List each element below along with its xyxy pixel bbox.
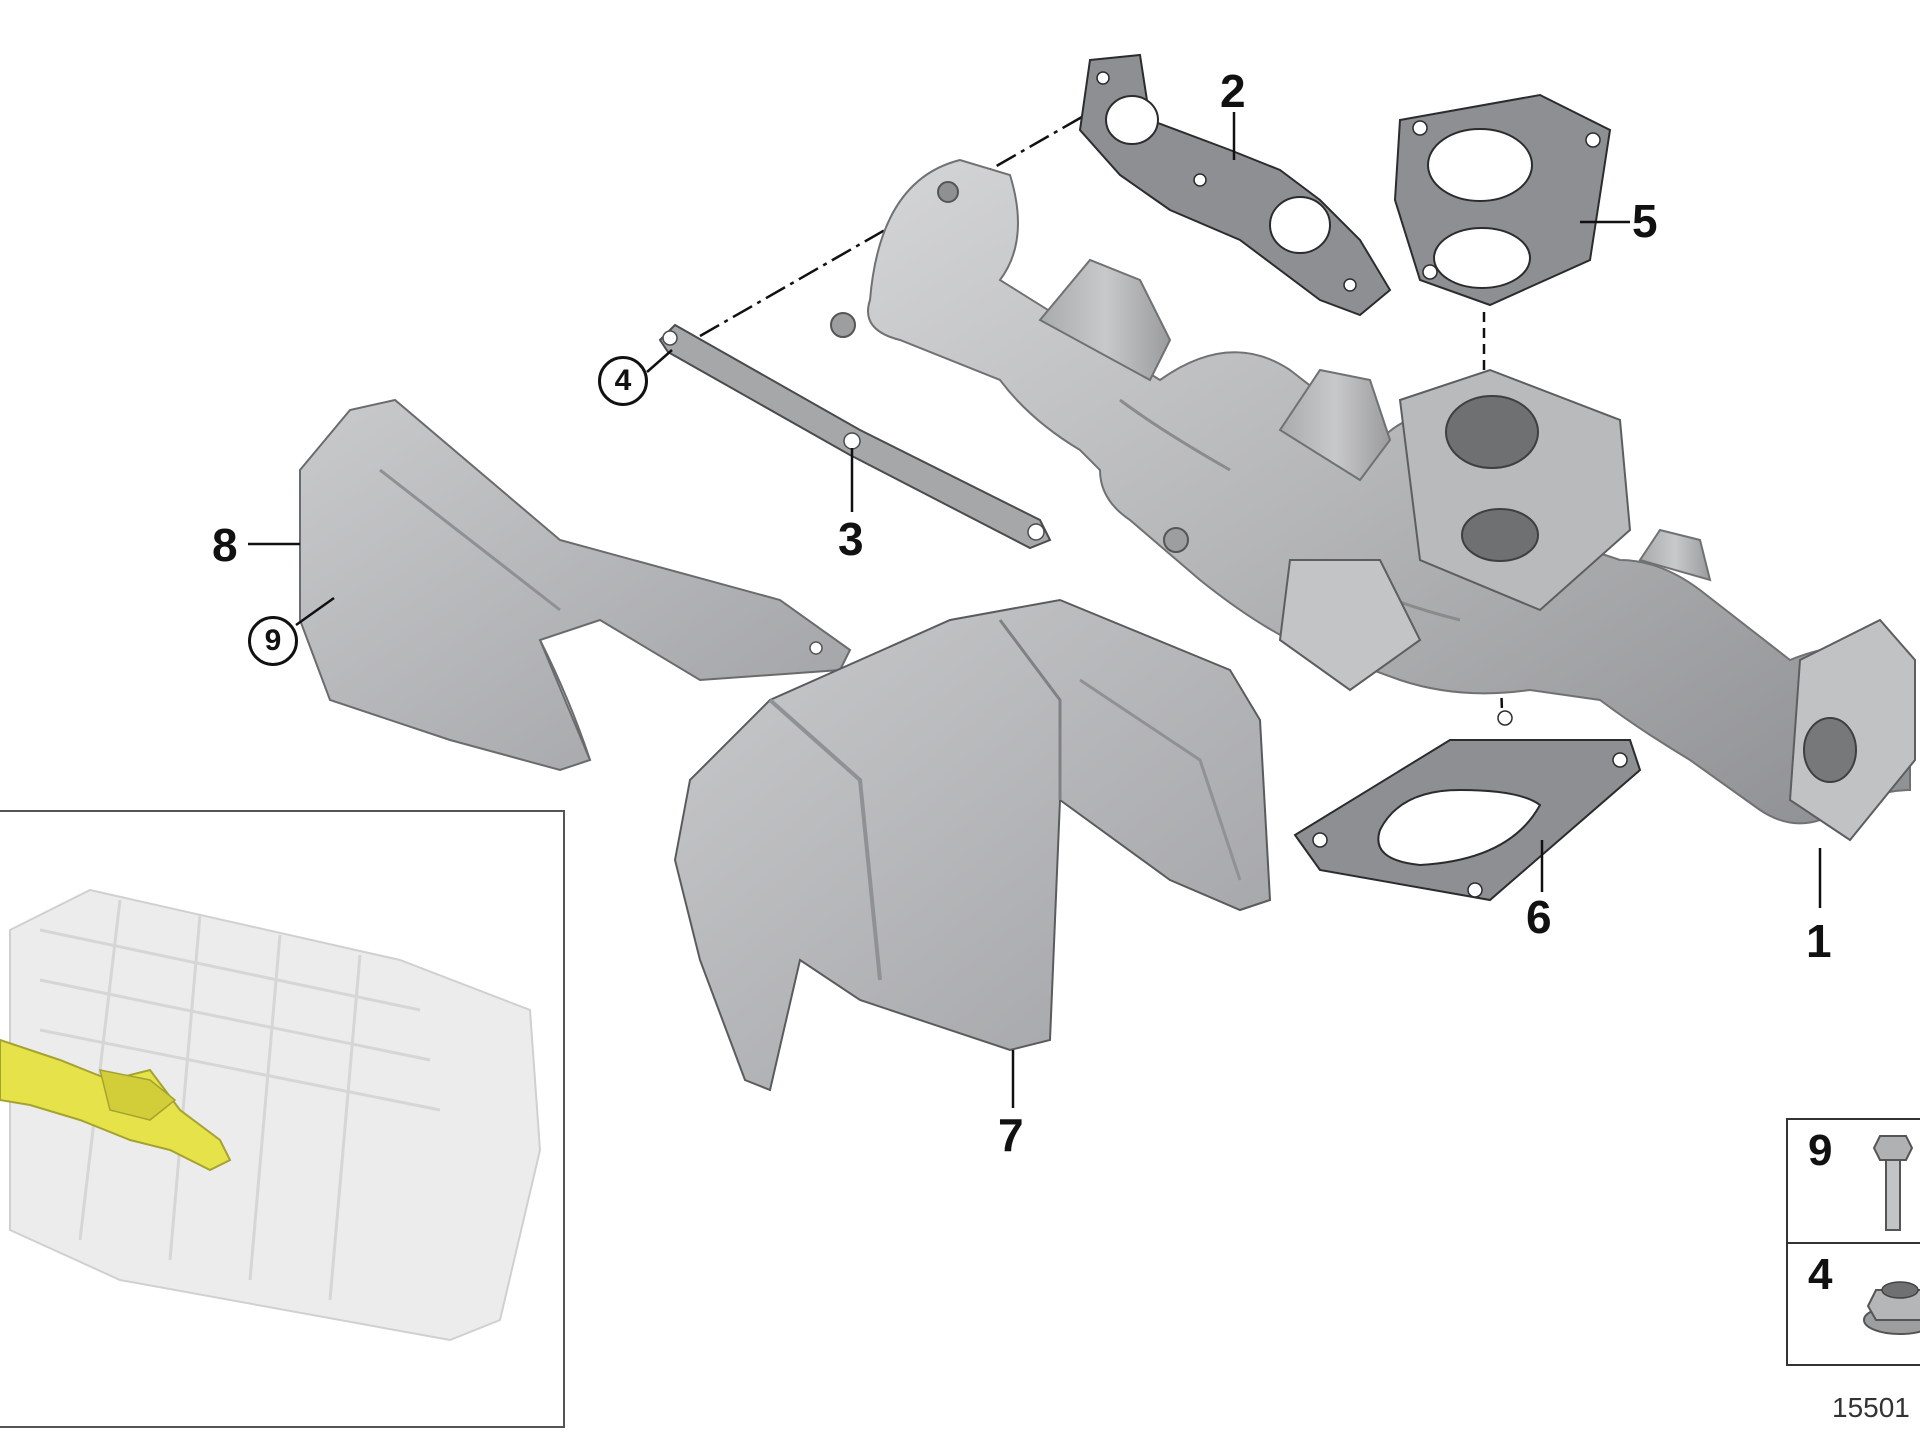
exhaust-manifold xyxy=(830,158,1916,842)
callout-6: 6 xyxy=(1526,891,1552,943)
heat-shield-upper xyxy=(299,398,852,772)
turbo-flange-gasket-upper xyxy=(1393,93,1612,307)
leader-9 xyxy=(295,596,335,627)
leader-4 xyxy=(646,349,673,373)
callout-4: 4 xyxy=(598,356,648,406)
callout-7: 7 xyxy=(998,1109,1024,1161)
manifold-bracket xyxy=(658,323,1052,550)
exhaust-manifold-gasket xyxy=(1078,53,1392,317)
callout-9: 9 xyxy=(248,616,298,666)
assembly-line-6-to-1 xyxy=(1498,649,1504,713)
highlighted-exhaust-manifold xyxy=(0,1038,232,1172)
hardware-box-divider xyxy=(1786,1242,1920,1244)
flange-nut-icon xyxy=(1863,1281,1920,1335)
turbo-flange-gasket-lower xyxy=(1293,710,1642,902)
hardware-bolt-number: 9 xyxy=(1808,1126,1833,1175)
callout-2: 2 xyxy=(1220,65,1246,117)
callout-1: 1 xyxy=(1806,915,1832,967)
callout-8: 8 xyxy=(212,519,238,571)
hardware-nut-number: 4 xyxy=(1808,1250,1833,1299)
heat-shield-lower xyxy=(673,598,1272,1092)
hex-bolt-icon xyxy=(1872,1135,1914,1231)
engine-location-inset xyxy=(0,810,565,1428)
diagram-reference-id: 15501 xyxy=(1832,1392,1910,1423)
callout-5: 5 xyxy=(1632,195,1658,247)
callout-3: 3 xyxy=(838,513,864,565)
engine-location-illustration xyxy=(0,888,542,1342)
